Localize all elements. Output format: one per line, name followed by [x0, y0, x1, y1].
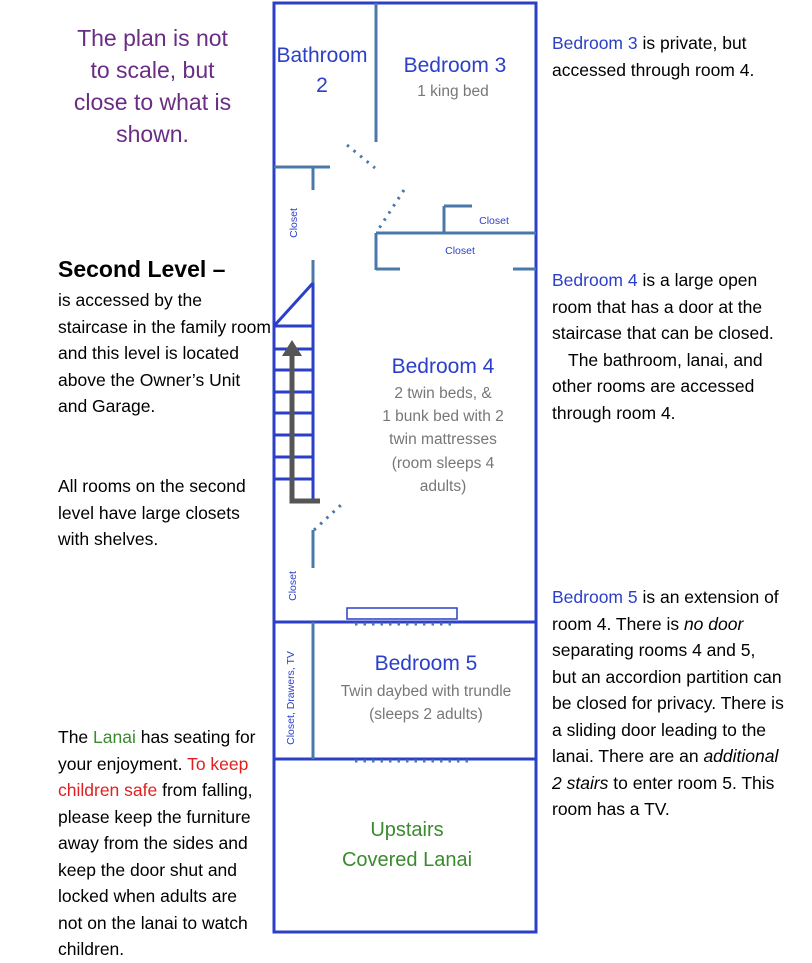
lanai-label: Covered Lanai: [342, 849, 472, 871]
second-level-description: is accessed by the staircase in the fami…: [58, 290, 271, 416]
scale-note-line: to scale, but: [90, 57, 215, 83]
lanai-text: from falling, please keep the furniture …: [58, 780, 253, 959]
bedroom5-text: to enter room 5. This room has a TV.: [552, 772, 775, 820]
bedroom4-name: Bedroom 4: [552, 270, 638, 290]
bedroom5-text: separating rooms 4 and 5, but an accordi…: [552, 640, 784, 766]
bedroom4-text: is a large open room that has a door at …: [552, 270, 774, 343]
stair-diagonal: [272, 281, 315, 328]
stair-arrow-head: [282, 340, 302, 356]
bedroom5-name: Bedroom 5: [552, 587, 638, 607]
bedroom3-name: Bedroom 3: [552, 33, 638, 53]
closet-label: Closet: [479, 215, 509, 227]
scale-note-line: The plan is not: [77, 25, 228, 51]
bedroom5-text: is an extension of room 4. There is: [552, 587, 779, 634]
scale-note-line: shown.: [116, 121, 189, 147]
bathroom2-number: 2: [316, 74, 328, 97]
closets-description: All rooms on the second level have large…: [58, 476, 246, 549]
bedroom5-label: Bedroom 5: [375, 652, 478, 675]
daybed: [346, 607, 458, 620]
bedroom5-emphasis: no door: [683, 613, 744, 634]
bedroom5-description: Bedroom 5 is an extension of room 4. The…: [552, 584, 784, 823]
staircase: [272, 281, 315, 501]
bedroom3-label: Bedroom 3: [404, 54, 507, 77]
closet-label: Closet: [288, 208, 300, 238]
bedroom3-description: Bedroom 3 is private, but accessed throu…: [552, 30, 797, 83]
bedroom4-text: The bathroom, lanai, and other rooms are…: [552, 349, 763, 423]
second-level-title: Second Level –: [58, 256, 226, 282]
outer-walls: [272, 1, 538, 934]
bedroom3-text: is private, but accessed through room 4.: [552, 33, 755, 80]
lanai-name: Lanai: [93, 727, 136, 747]
door-bathroom: [346, 143, 376, 170]
door-staircase: [312, 502, 344, 532]
bedroom5-detail: (sleeps 2 adults): [369, 706, 483, 723]
door-openings: [312, 143, 470, 763]
bedroom3-beds: 1 king bed: [417, 83, 489, 100]
door-bedroom3: [376, 189, 406, 231]
bedroom5-detail: Twin daybed with trundle: [341, 683, 512, 700]
bedroom4-detail: 2 twin beds, &: [394, 385, 492, 402]
closet-label: Closet: [445, 245, 475, 257]
bedroom4-description: Bedroom 4 is a large open room that has …: [552, 267, 784, 426]
bedroom4-detail: (room sleeps 4: [392, 455, 495, 472]
lanai-description: The Lanai has seating for your enjoyment…: [58, 724, 263, 963]
stair-arrow: [282, 340, 320, 504]
bathroom2-label: Bathroom: [276, 44, 367, 67]
lanai-label: Upstairs: [370, 819, 443, 841]
bedroom4-label: Bedroom 4: [392, 355, 495, 378]
interior-walls: [274, 3, 536, 759]
outer-wall: [272, 1, 538, 934]
bedroom4-detail: adults): [420, 478, 467, 495]
bedroom4-detail: twin mattresses: [389, 431, 497, 448]
lanai-text: has seating for your enjoyment.: [58, 727, 256, 774]
bedroom4-detail: 1 bunk bed with 2: [382, 408, 504, 425]
lanai-warning: To keep children safe: [58, 753, 249, 801]
bedroom5-emphasis: additional 2 stairs: [552, 746, 779, 793]
closet-label: Closet: [287, 571, 299, 601]
scale-note: The plan is not to scale, but close to w…: [70, 22, 235, 150]
closet-drawers-tv-label: Closet, Drawers, TV: [285, 651, 297, 745]
lanai-text: The: [58, 727, 94, 747]
stair-arrow-line: [289, 352, 320, 504]
scale-note-line: close to what is: [73, 89, 232, 115]
